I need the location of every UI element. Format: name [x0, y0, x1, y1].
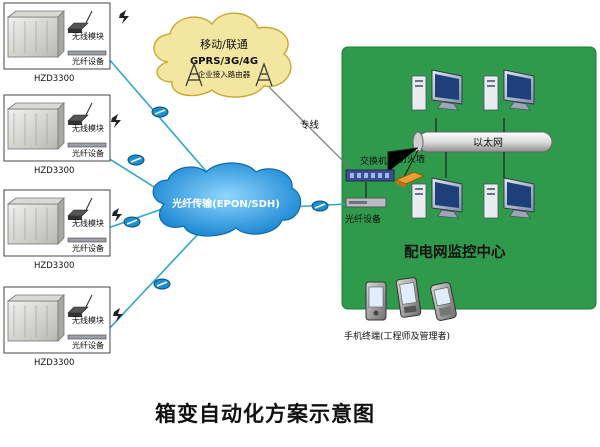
fiber-cloud-label: 光纤传输(EPON/SDH): [171, 197, 280, 210]
fiber-connectors: [123, 106, 329, 290]
workstation-icon: [483, 177, 535, 219]
lightning-icon: [113, 308, 123, 322]
cabinet-icon: [6, 294, 65, 342]
workstations: [411, 69, 535, 219]
fiber-transmission-cloud: 光纤传输(EPON/SDH): [152, 162, 302, 237]
link-substation-1: [107, 57, 213, 179]
mobile-cloud-line2: GPRS/3G/4G: [190, 56, 258, 67]
fiber-device-icon: [67, 334, 107, 340]
terminal-label: 手机终端(工程师及管理者): [344, 330, 450, 342]
wireless-module-icon: [67, 102, 93, 125]
workstation-icon: [411, 69, 463, 111]
cloud-shape: [153, 12, 292, 98]
ethernet-bus: 以太网: [412, 131, 553, 153]
wireless-module-label: 无线模块: [72, 123, 104, 133]
fiber-device-label: 光纤设备: [72, 340, 104, 350]
center-fiber-device: 光纤设备: [345, 197, 387, 225]
workstation-icon: [411, 177, 463, 219]
link-substation-2: [107, 157, 163, 193]
wireless-module-icon: [67, 197, 93, 220]
mobile-network-cloud: 移动/联通 GPRS/3G/4G 企业接入路由器: [153, 12, 292, 98]
phone-icon: [430, 282, 457, 321]
ethernet-label: 以太网: [473, 136, 503, 149]
switch-device: 交换机: [345, 155, 395, 182]
wireless-module-icon: [67, 294, 93, 317]
center-title: 配电网监控中心: [404, 243, 506, 261]
lightning-icon: [119, 10, 129, 24]
cloud-shape: [152, 162, 302, 237]
substation-model-label: HZD3300: [34, 74, 74, 84]
phone-icon: [365, 281, 387, 321]
cabinet-icon: [6, 102, 65, 150]
substation-model-label: HZD3300: [34, 358, 74, 368]
fiber-device-icon: [67, 142, 107, 148]
mobile-cloud-line3: 企业接入路由器: [198, 69, 251, 79]
router-icon: [185, 62, 273, 87]
fiber-device-label: 光纤设备: [72, 148, 104, 158]
switch-label: 交换机: [360, 155, 387, 167]
firewall-label: 防火墙: [398, 153, 425, 165]
wireless-module-label: 无线模块: [72, 31, 104, 41]
wireless-module-label: 无线模块: [72, 218, 104, 228]
firewall-device: 防火墙: [394, 153, 426, 188]
lightning-icon: [111, 114, 121, 128]
substation-model-label: HZD3300: [34, 166, 74, 176]
fiber-device-label: 光纤设备: [72, 243, 104, 253]
workstation-icon: [483, 69, 535, 111]
center-links: [365, 118, 505, 198]
diagram-caption: 箱变自动化方案示意图: [155, 402, 375, 426]
substation-model-label: HZD3300: [34, 261, 74, 271]
phone-icon: [395, 277, 422, 318]
fiber-device-icon: [67, 237, 107, 243]
cabinet-icon: [6, 10, 65, 58]
wireless-module-label: 无线模块: [72, 315, 104, 325]
fiber-device-label: 光纤设备: [72, 56, 104, 66]
center-fiber-label: 光纤设备: [345, 213, 381, 225]
substation-list: 无线模块光纤设备HZD3300无线模块光纤设备HZD3300无线模块光纤设备HZ…: [3, 2, 111, 368]
cabinet-icon: [6, 197, 65, 245]
mobile-terminals: [365, 277, 457, 321]
link-substation-4: [107, 231, 201, 331]
monitoring-center-panel: [341, 46, 597, 310]
fiber-device-icon: [67, 50, 107, 56]
dedicated-line: [265, 83, 353, 171]
dedicated-line-label: 专线: [300, 119, 320, 131]
mobile-cloud-line1: 移动/联通: [200, 38, 248, 51]
lightning-icon: [112, 208, 122, 222]
wireless-module-icon: [67, 10, 93, 33]
